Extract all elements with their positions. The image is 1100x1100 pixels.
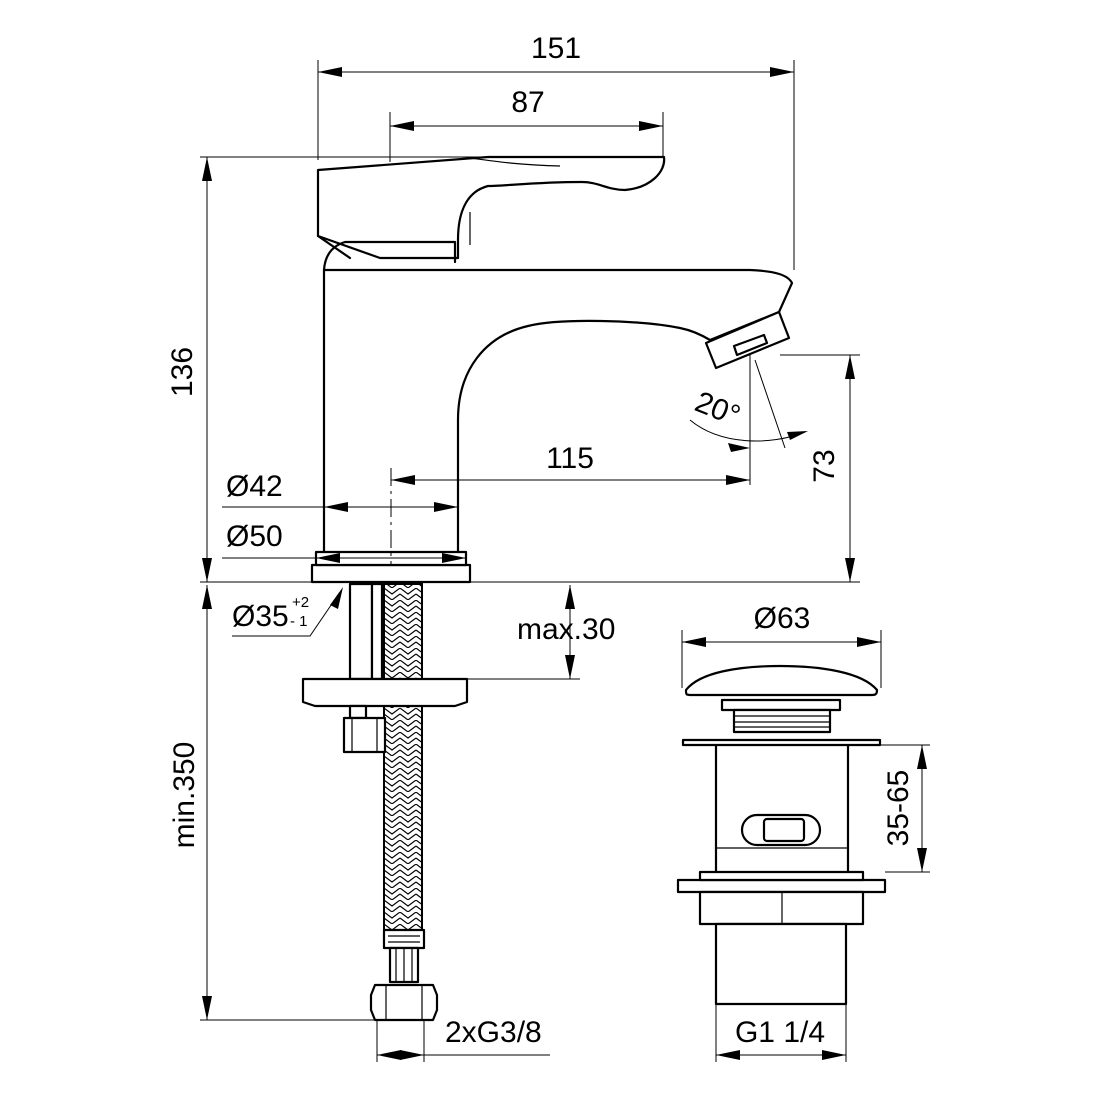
dim-waste-cap-diameter: Ø63 — [754, 602, 811, 635]
dim-overall-height: 136 — [166, 347, 199, 397]
waste-flange — [681, 738, 882, 747]
hose-end-fitting — [369, 928, 439, 1022]
dim-max-deck-thickness: max.30 — [517, 613, 615, 646]
dim-hole-tolerance-plus: +2 — [292, 594, 309, 611]
nut-left — [342, 716, 387, 754]
dim-connections: 2xG3/8 — [445, 1016, 542, 1049]
lever-handle — [316, 155, 666, 260]
waste-cap — [684, 664, 879, 697]
dim-base-diameter: Ø50 — [226, 520, 283, 553]
waste-thread — [714, 922, 848, 1006]
pop-up-waste-drawing — [676, 664, 887, 1006]
dim-min-hose-length: min.350 — [168, 742, 201, 849]
flexible-hose — [383, 583, 423, 935]
dim-waste-adjust-range: 35-65 — [882, 770, 915, 847]
dim-body-diameter: Ø42 — [226, 470, 283, 503]
dim-hole-tolerance-minus: - 1 — [290, 613, 308, 630]
dim-spout-height: 73 — [808, 449, 841, 482]
dim-waste-thread: G1 1/4 — [735, 1016, 825, 1049]
dim-overall-width: 151 — [531, 32, 581, 65]
waste-nut — [676, 878, 887, 894]
faucet-drawing — [301, 155, 794, 1022]
faucet-cap — [322, 240, 457, 272]
dim-lever-length: 87 — [511, 86, 544, 119]
dimension-lines — [200, 60, 930, 1062]
faucet-body-outline — [322, 268, 794, 554]
dim-spout-projection: 115 — [546, 442, 594, 475]
aerator — [704, 310, 791, 370]
mounting-stud — [348, 582, 374, 681]
base-flange — [310, 563, 472, 584]
dim-hole-diameter: Ø35 — [232, 600, 289, 633]
fixing-plate — [301, 677, 469, 708]
